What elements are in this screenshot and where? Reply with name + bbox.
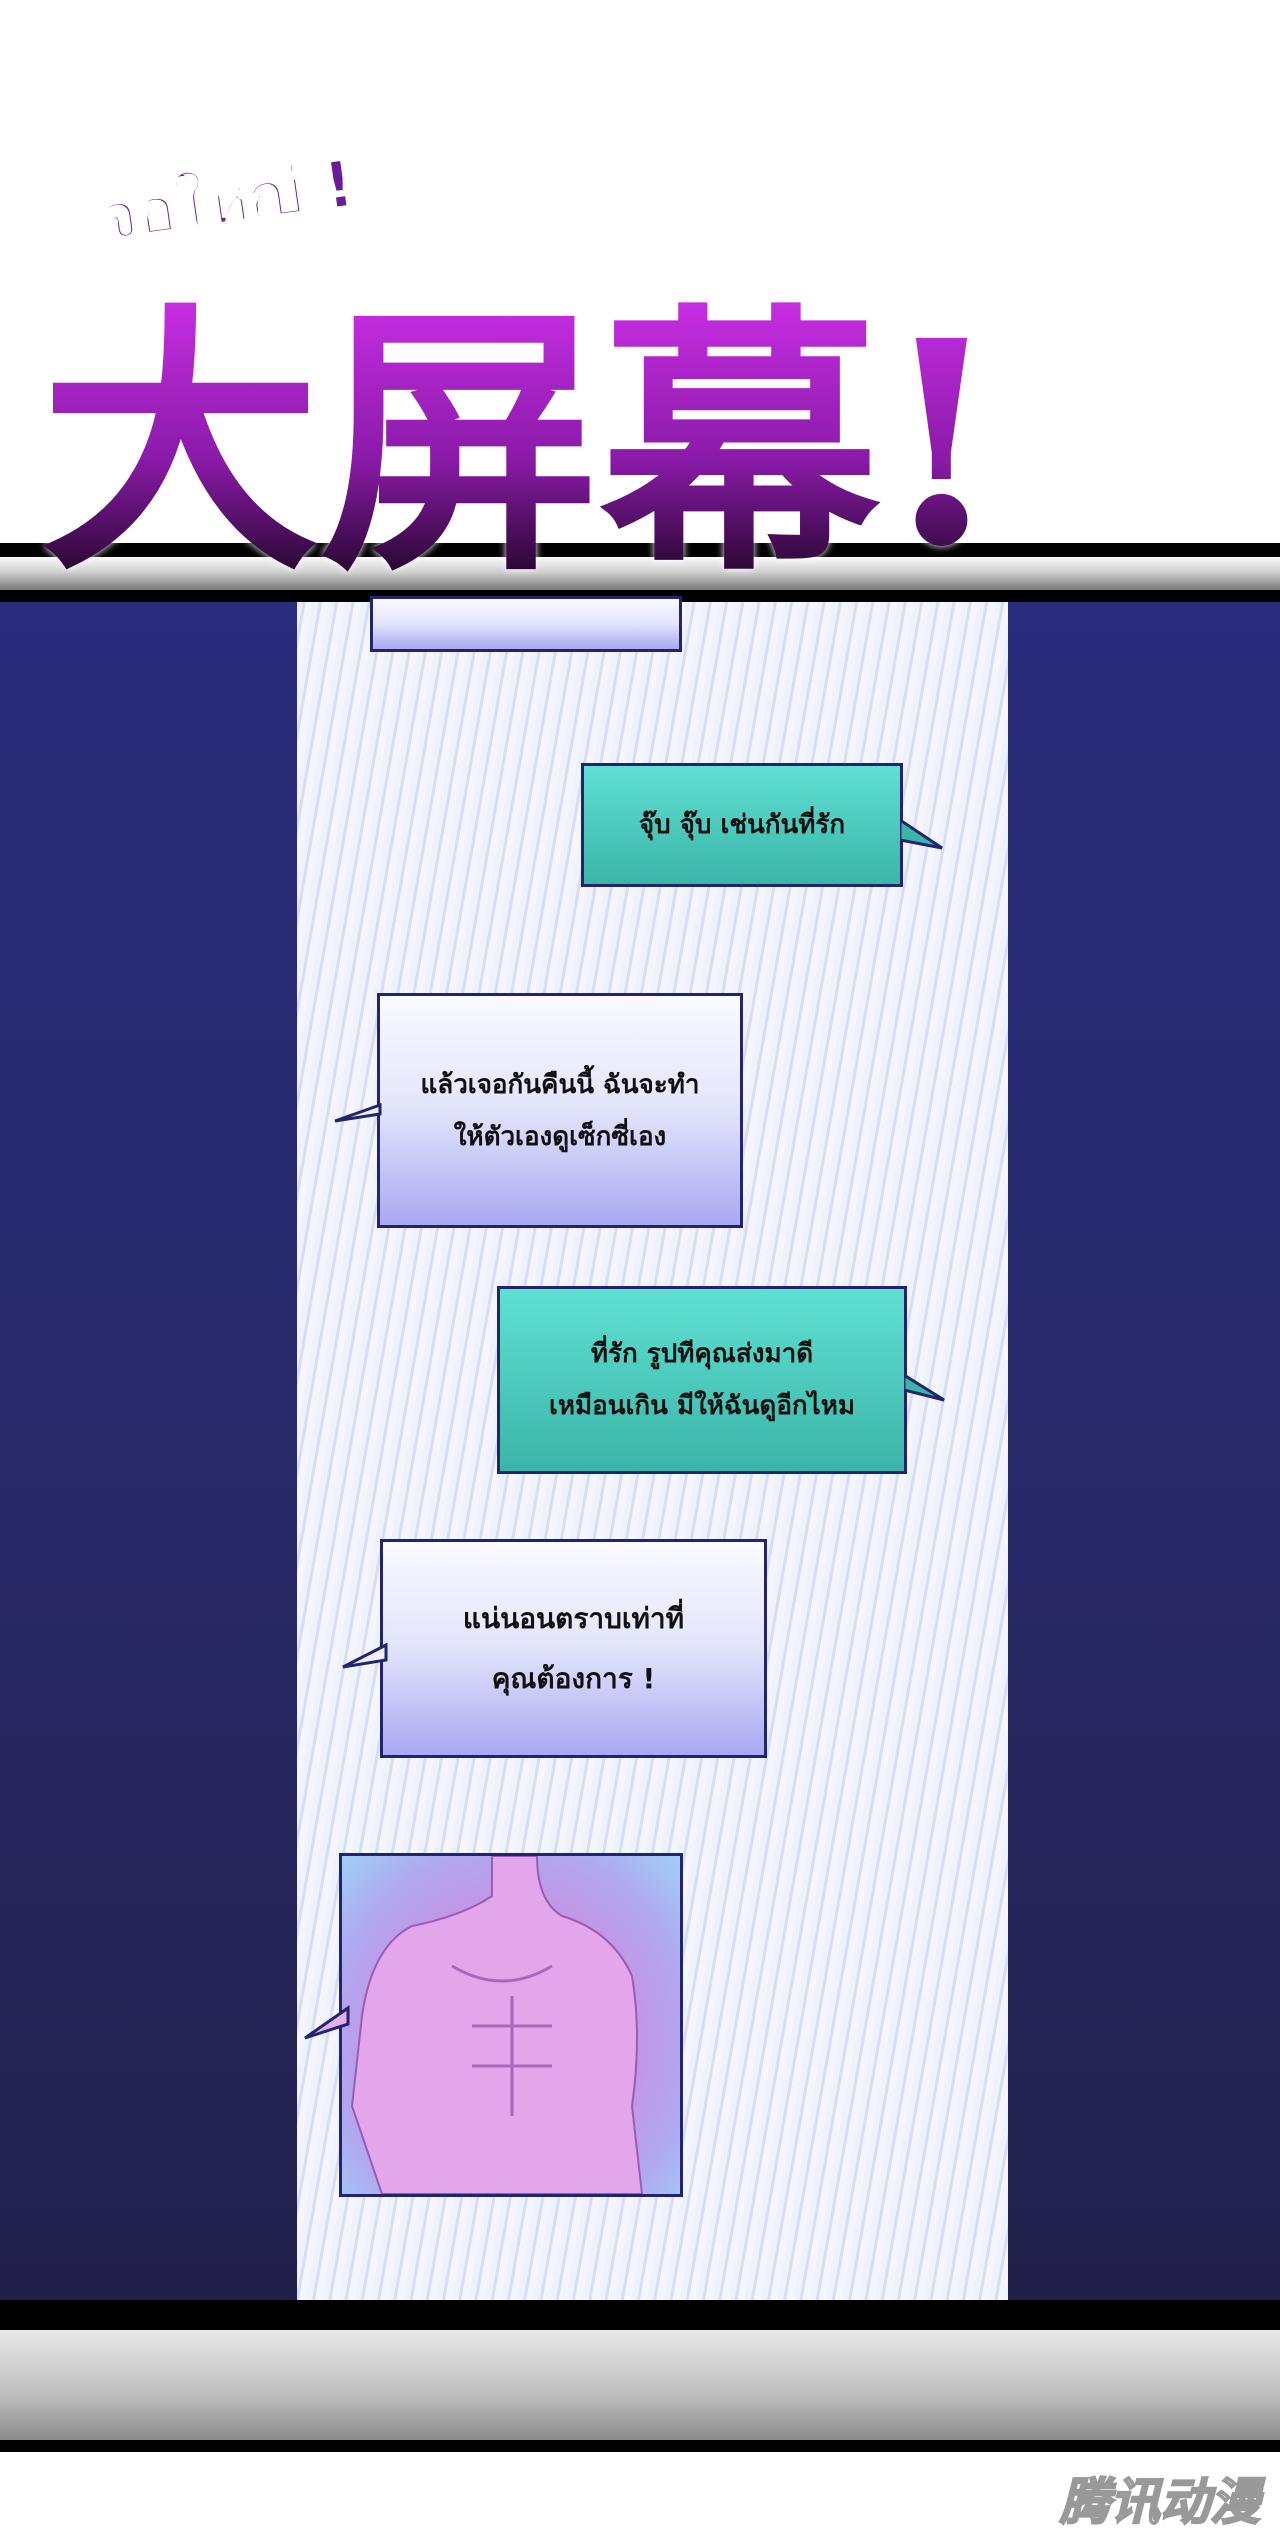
bubble-tail bbox=[342, 1642, 388, 1669]
message-text: คุณต้องการ ! bbox=[491, 1661, 656, 1695]
message-text: แน่นอนตราบเท่าที่ bbox=[462, 1601, 685, 1635]
bubble-tail bbox=[904, 1373, 945, 1402]
frame-bar-top-gray bbox=[0, 557, 1280, 590]
frame-bar-bottom-gray bbox=[0, 2330, 1280, 2440]
bubble-tail bbox=[334, 1102, 382, 1123]
title-chinese: 大屏幕! bbox=[40, 280, 1003, 609]
torso-image bbox=[350, 1856, 644, 2194]
frame-bar-top bbox=[0, 543, 1280, 557]
watermark-logo: 腾讯动漫 bbox=[1059, 2472, 1261, 2532]
message-text: แล้วเจอกันคืนนี้ ฉันจะทำ bbox=[420, 1069, 700, 1100]
frame-bar-bottom-edge bbox=[0, 2440, 1280, 2452]
bubble-tail bbox=[900, 818, 943, 850]
frame-bar-bottom bbox=[0, 2300, 1280, 2330]
message-text: ที่รัก รูปทีคุณส่งมาดี bbox=[590, 1339, 814, 1369]
message-text: จุ๊บ จุ๊บ เช่นกันที่รัก bbox=[638, 810, 846, 840]
photo-message[interactable] bbox=[339, 1853, 683, 2197]
message-text: เหมือนเกิน มีให้ฉันดูอีกไหม bbox=[548, 1391, 856, 1421]
message-text: ให้ตัวเองดูเซ็กซี่เอง bbox=[453, 1121, 667, 1152]
message-bubble-right: จุ๊บ จุ๊บ เช่นกันที่รัก bbox=[581, 763, 903, 887]
title-thai: จอใหญ่ ! bbox=[94, 146, 359, 257]
message-bubble-left: แล้วเจอกันคืนนี้ ฉันจะทำ ให้ตัวเองดูเซ็ก… bbox=[377, 993, 743, 1228]
message-bubble-right: ที่รัก รูปทีคุณส่งมาดี เหมือนเกิน มีให้ฉ… bbox=[497, 1286, 907, 1474]
message-bubble-cutoff bbox=[370, 596, 682, 652]
bubble-tail bbox=[304, 2005, 350, 2040]
message-bubble-left: แน่นอนตราบเท่าที่ คุณต้องการ ! bbox=[380, 1539, 767, 1758]
